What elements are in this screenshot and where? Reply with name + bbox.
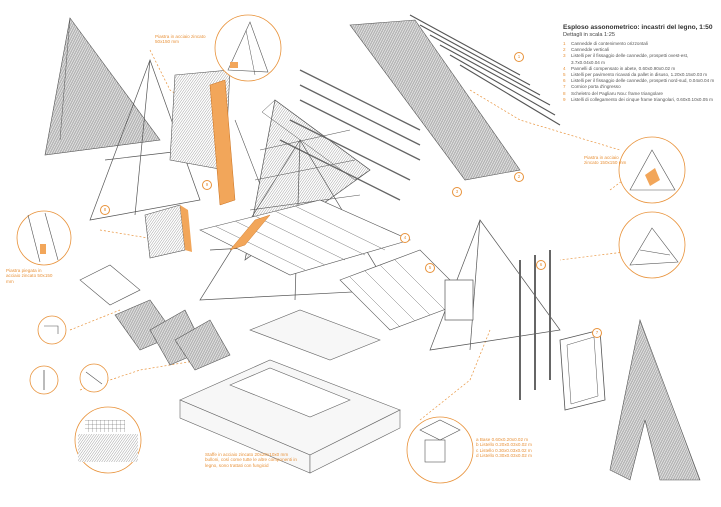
legend: Esploso assonometrico: incastri del legn…: [563, 24, 715, 103]
base-item: a Base 0.60x0.20x0.02 m: [476, 437, 529, 442]
badge-6: 6: [536, 260, 546, 270]
right-frame: [429, 219, 561, 351]
panel-top-left: [44, 17, 161, 156]
badge-9: 9: [202, 180, 212, 190]
base-item: b Listello 0.20x0.03x0.02 m: [476, 442, 532, 448]
small-panel: [144, 204, 192, 259]
base-item: d Listello 0.30x0.03x0.02 m: [476, 453, 532, 459]
panel-with-beam: [169, 69, 271, 211]
detail-circle-small-2: [29, 365, 59, 395]
badge-3: 3: [452, 187, 462, 197]
badge-5: 5: [425, 263, 435, 273]
detail-circle-frame-right: [618, 211, 686, 279]
detail-circle-small-1: [37, 315, 67, 345]
detail-circle-ground: [74, 406, 142, 474]
detail-circle-small-3: [79, 363, 109, 393]
note-plate-left: Piastra piegata in acciaio zincato 50x15…: [6, 268, 53, 284]
floor-slats: [199, 199, 411, 276]
vertical-posts: [519, 250, 551, 400]
badge-1: 1: [514, 52, 524, 62]
base-list: a Base 0.60x0.20x0.02 m b Listello 0.20x…: [476, 437, 546, 459]
legend-title: Esploso assonometrico: incastri del legn…: [563, 24, 713, 31]
panel-top-right: [349, 19, 521, 181]
note-plate-right: Piastra in acciaio zincato 150x150 mm: [584, 155, 627, 166]
detail-circle-plate-right: [618, 136, 686, 204]
panel-bottom-right: [609, 318, 701, 481]
note-feet: Staffe in acciaio zincato 20x20x10x0 mm …: [205, 452, 297, 468]
foundation-blocks: [179, 309, 401, 474]
door-frame: [559, 329, 606, 411]
badge-8: 8: [100, 205, 110, 215]
badge-4: 4: [400, 233, 410, 243]
lower-left-panels: [79, 264, 231, 371]
diagonal-rods: [409, 14, 561, 126]
detail-circle-plate-top: [214, 14, 282, 82]
badge-2: 2: [514, 172, 524, 182]
badge-7: 7: [592, 328, 602, 338]
base-item: c Listello 0.30x0.03x0.02 m: [476, 447, 532, 453]
legend-subtitle: Dettagli in scala 1:25: [563, 32, 615, 38]
detail-circle-base: [406, 416, 474, 484]
note-plate-top: Piastra in acciaio zincato 50x150 mm: [155, 34, 206, 45]
detail-circle-left: [16, 210, 72, 266]
orange-beam: [229, 214, 271, 251]
